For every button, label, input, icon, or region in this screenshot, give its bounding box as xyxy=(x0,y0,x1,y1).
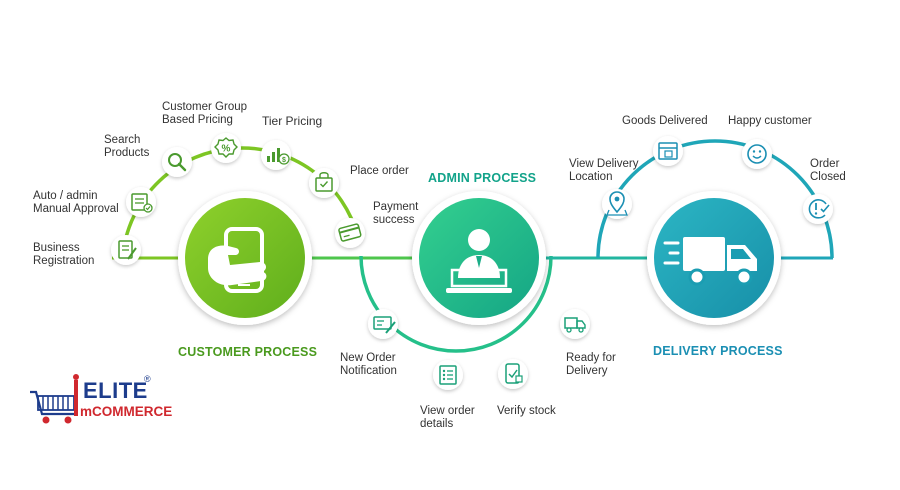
verify-stock-icon xyxy=(498,359,528,389)
step-label-place-order: Place order xyxy=(350,165,409,177)
notification-icon xyxy=(368,309,398,339)
step-label-payment-success: Payment success xyxy=(373,201,419,226)
delivery-process-circle xyxy=(647,191,781,325)
truck-small-icon xyxy=(560,309,590,339)
logo-elite-text: ELITE xyxy=(83,378,148,403)
percent-badge-icon: % xyxy=(211,133,241,163)
logo-registered-mark: ® xyxy=(144,374,151,384)
logo-mcommerce-text: mCOMMERCE xyxy=(80,404,173,419)
customer-process-circle xyxy=(178,191,312,325)
admin-step-icons xyxy=(368,309,590,390)
step-label-new-order-notification: New Order Notification xyxy=(340,352,397,377)
registration-form-icon xyxy=(111,235,141,265)
smartphone-hand-icon xyxy=(208,227,267,293)
svg-text:$: $ xyxy=(282,157,286,164)
location-pin-icon xyxy=(602,189,632,219)
admin-process-circle xyxy=(412,191,546,325)
order-list-icon xyxy=(433,360,463,390)
delivered-box-icon xyxy=(653,136,683,166)
shopping-cart-logo-icon xyxy=(30,374,79,424)
svg-text:%: % xyxy=(222,144,231,155)
step-label-group-pricing: Customer Group Based Pricing xyxy=(162,101,248,126)
customer-step-icons: % $ xyxy=(111,133,365,265)
elite-mcommerce-logo: ELITE ® mCOMMERCE xyxy=(28,374,172,434)
order-closed-icon xyxy=(803,194,833,224)
delivery-step-icons xyxy=(602,136,833,224)
step-label-verify-stock: Verify stock xyxy=(497,405,556,417)
delivery-truck-icon xyxy=(663,237,757,286)
step-label-business-registration: Business Registration xyxy=(33,242,95,267)
step-label-view-delivery-location: View Delivery Location xyxy=(569,158,639,183)
admin-arc xyxy=(359,255,553,353)
step-label-tier-pricing: Tier Pricing xyxy=(262,114,323,128)
admin-process-title: ADMIN PROCESS xyxy=(428,171,537,185)
smiley-icon xyxy=(742,139,772,169)
approval-document-icon xyxy=(126,187,156,217)
admin-laptop-icon xyxy=(446,229,512,293)
step-label-happy-customer: Happy customer xyxy=(728,115,812,127)
search-icon xyxy=(162,147,192,177)
customer-process-title: CUSTOMER PROCESS xyxy=(178,345,318,359)
step-label-order-closed: Order Closed xyxy=(810,158,846,183)
step-label-goods-delivered: Goods Delivered xyxy=(622,115,708,127)
step-label-view-order-details: View order details xyxy=(420,405,475,430)
step-label-search-products: Search Products xyxy=(104,134,150,159)
delivery-process-title: DELIVERY PROCESS xyxy=(653,344,783,358)
credit-card-icon xyxy=(335,218,365,248)
shopping-bag-icon xyxy=(309,168,339,198)
step-label-ready-for-delivery: Ready for Delivery xyxy=(566,352,616,377)
step-label-approval: Auto / admin Manual Approval xyxy=(33,190,119,215)
pricing-chart-icon: $ xyxy=(261,140,291,170)
